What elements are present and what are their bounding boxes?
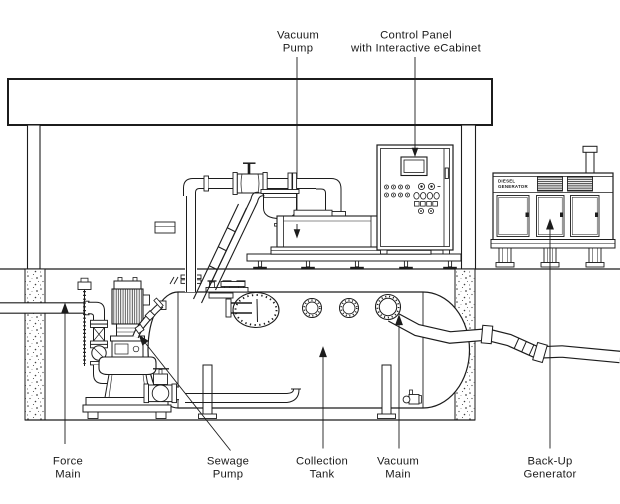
diagram-labels: Vacuum Pump Control Panel with Interacti… — [53, 30, 576, 481]
generator-vent-grille-2 — [567, 176, 593, 192]
pump-volute — [98, 356, 157, 376]
tank-port-1 — [302, 298, 322, 318]
tank-leg-left-foot — [198, 413, 217, 419]
tank-manhole — [225, 291, 280, 329]
svg-text:Pump: Pump — [213, 469, 244, 481]
pipe-elbow-down — [316, 178, 342, 212]
sewage-pump-assembly — [0, 277, 179, 419]
building-structure — [7, 78, 493, 270]
tank-internal-suction-pipe — [185, 388, 301, 403]
label-backup-generator: Back-Up — [527, 456, 572, 468]
panel-buttons — [384, 182, 441, 214]
valve-stem-rod — [77, 277, 92, 366]
sewage-pump-unit — [82, 277, 172, 419]
svg-text:with Interactive eCabinet: with Interactive eCabinet — [350, 43, 482, 55]
vault-wall-left — [24, 268, 46, 421]
roof-slab — [7, 78, 493, 126]
tank-leg-right-foot — [377, 413, 396, 419]
tank-leg-right — [381, 364, 392, 416]
tank-vacuum-inlet — [374, 293, 402, 321]
svg-text:Pump: Pump — [283, 43, 314, 55]
leader-lines — [61, 219, 554, 451]
suction-ball-valve — [143, 368, 179, 404]
label-vacuum-pump: Vacuum — [277, 30, 319, 42]
label-control-panel: Control Panel — [380, 30, 452, 42]
svg-text:GENERATOR: GENERATOR — [498, 184, 528, 189]
collection-tank — [147, 274, 471, 419]
sewage-pump-motor — [111, 288, 144, 325]
tank-drain-valve — [402, 389, 422, 405]
generator-exhaust — [585, 151, 595, 174]
pipe-elbow-left — [183, 178, 204, 196]
generator-vent-grille-1 — [537, 176, 563, 192]
flex-joint-ticks — [513, 338, 535, 356]
generator-legs — [495, 247, 605, 268]
vacuum-pump-body — [276, 215, 383, 248]
label-force-main: Force — [53, 456, 83, 468]
svg-text:Generator: Generator — [523, 469, 576, 481]
svg-text:Tank: Tank — [310, 469, 335, 481]
flex-suction-hose — [132, 297, 164, 339]
gate-valve — [90, 323, 108, 345]
svg-text:Main: Main — [55, 469, 81, 481]
control-panel — [376, 144, 454, 255]
skid-feet — [253, 260, 457, 270]
tank-port-2 — [339, 298, 359, 318]
access-ladder — [193, 191, 265, 304]
column-left — [26, 124, 41, 270]
column-right — [460, 124, 477, 270]
vacuum-main-pipe — [374, 293, 620, 364]
pipe-coupling-2 — [532, 341, 548, 364]
backup-generator: DIESEL GENERATOR — [490, 145, 616, 268]
leader-sewage-pump — [142, 339, 231, 451]
isolation-valve — [232, 162, 268, 195]
pipe-coupling-1 — [480, 324, 494, 345]
panel-door-handle — [444, 167, 449, 179]
label-sewage-pump: Sewage — [207, 456, 249, 468]
equipment-skid — [246, 253, 462, 270]
tank-leg-left — [202, 364, 213, 416]
generator-doors — [496, 195, 600, 237]
svg-text:Main: Main — [385, 469, 411, 481]
label-collection-tank: Collection — [296, 456, 348, 468]
label-vacuum-main: Vacuum — [377, 456, 419, 468]
panel-screen — [400, 156, 428, 177]
elbow-flange — [203, 175, 209, 192]
junction-box — [154, 221, 176, 234]
generator-nameplate: DIESEL — [498, 179, 515, 184]
